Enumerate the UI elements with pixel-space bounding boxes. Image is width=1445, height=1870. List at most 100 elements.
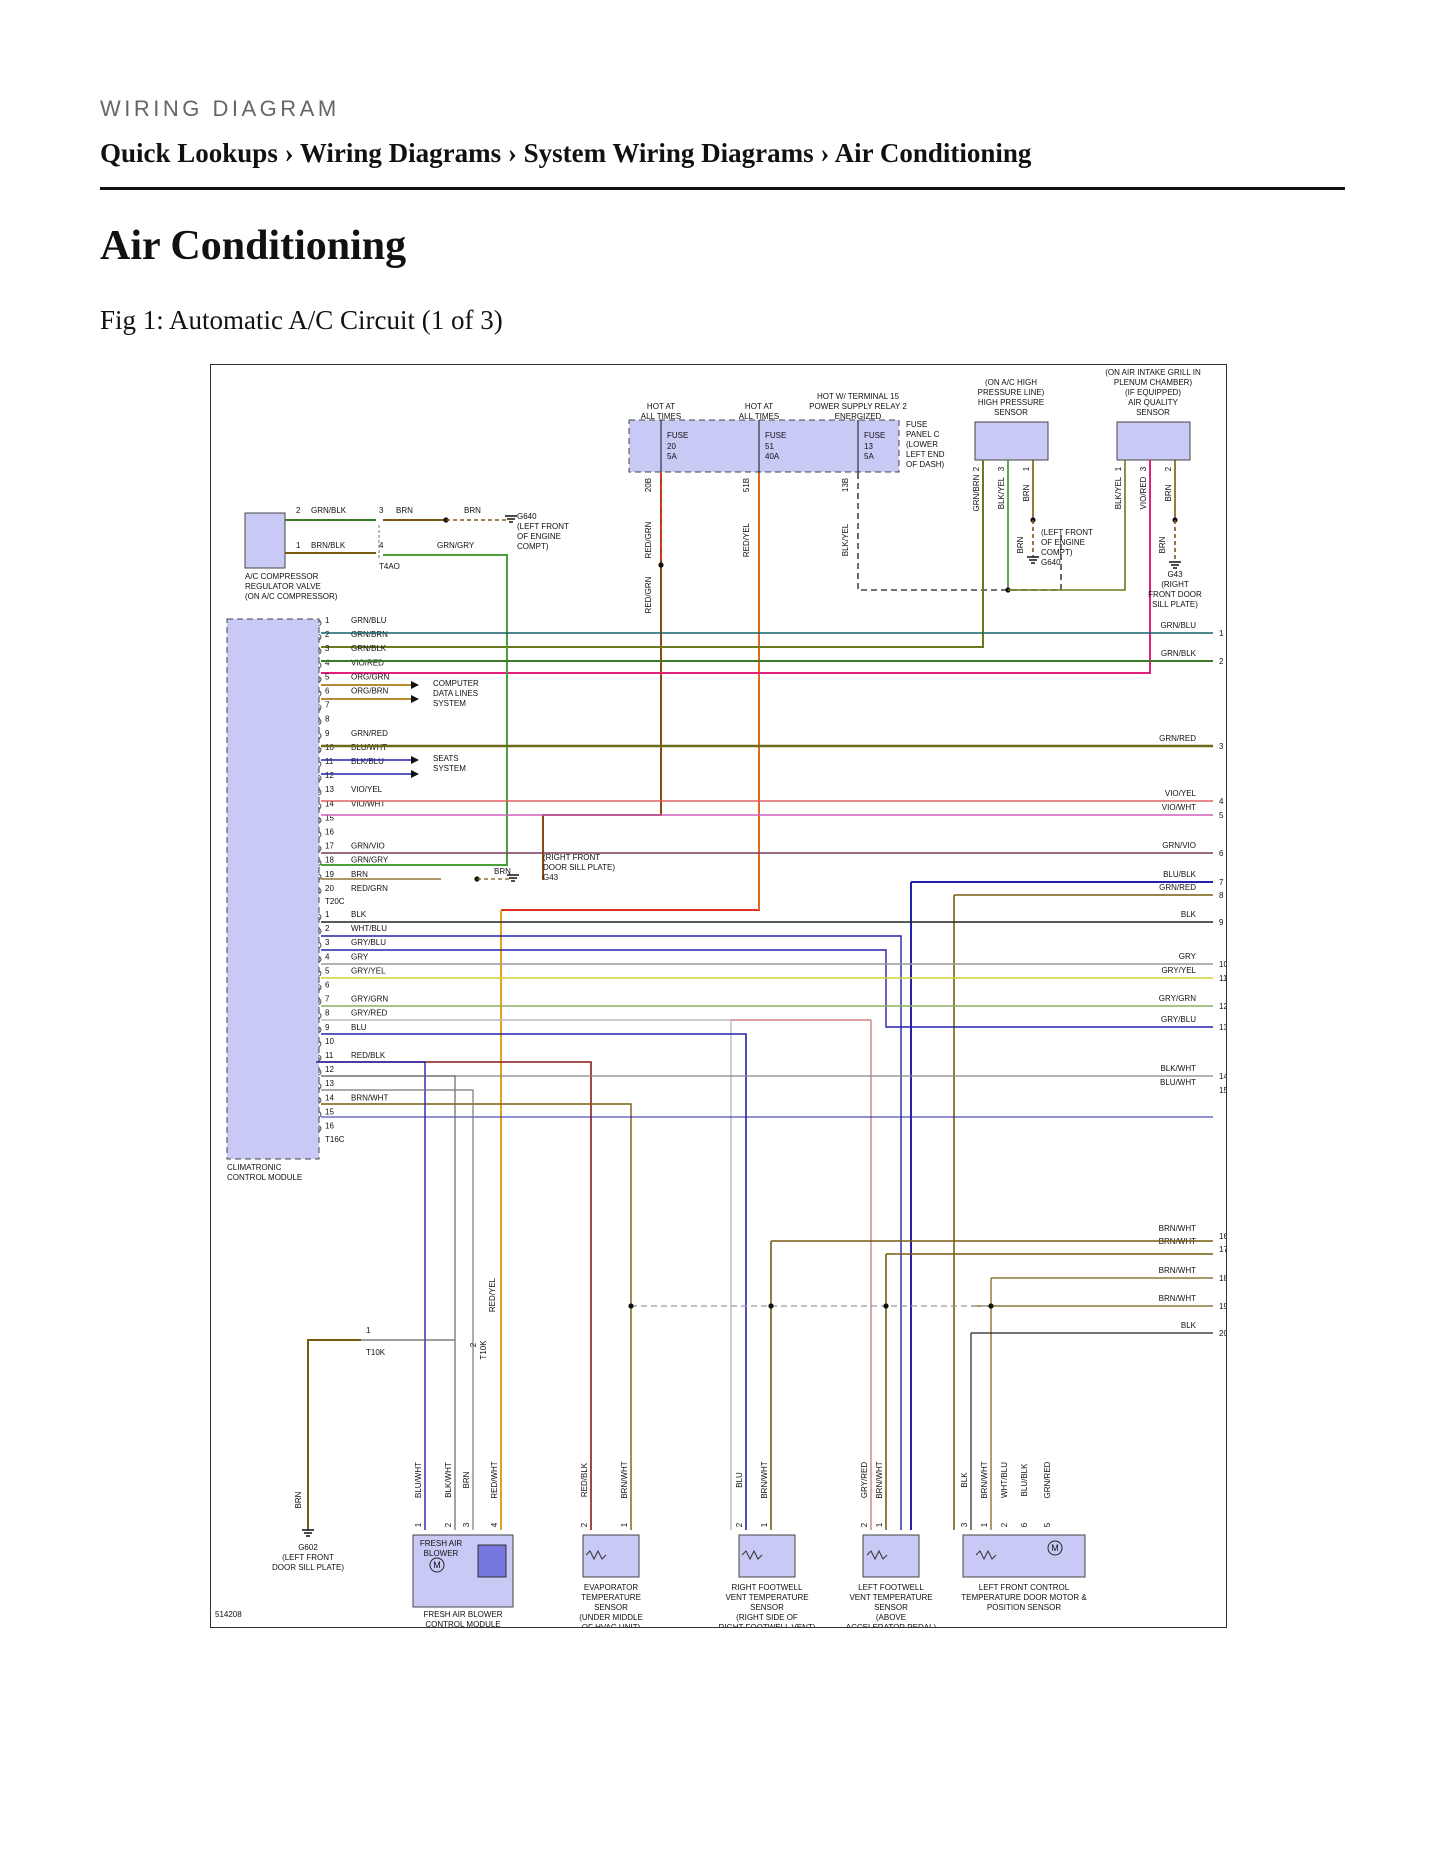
wire-label: BLK/YEL <box>1114 476 1123 509</box>
blower-motor-icon <box>429 1557 445 1573</box>
wire-label: VIO/YEL <box>351 785 383 794</box>
figure-caption: Fig 1: Automatic A/C Circuit (1 of 3) <box>100 305 503 335</box>
arrow-head <box>411 681 419 689</box>
computer-data-label: DATA LINES <box>433 689 478 698</box>
left-footwell-sensor-box-label: VENT TEMPERATURE <box>849 1593 932 1602</box>
wire-label: WHT/BLU <box>1000 1462 1009 1498</box>
g43-mid-label: DOOR SILL PLATE) <box>543 863 615 872</box>
fuse-panel-label: PANEL C <box>906 430 940 439</box>
fuse-wire-label: BLK/YEL <box>841 523 850 556</box>
wire-label: BRN/BLK <box>311 541 346 550</box>
splice-dot <box>883 1303 889 1309</box>
fuse-number: 51 <box>765 442 774 451</box>
wire <box>321 1075 456 1530</box>
pin-number: 2 <box>860 1522 869 1527</box>
connector-pin <box>318 647 322 655</box>
pin-number: 1 <box>875 1522 884 1527</box>
pin-number: 9 <box>325 1023 330 1032</box>
connector-pin <box>318 690 322 697</box>
wire-label: GRN/BRN <box>972 474 981 511</box>
right-edge-ref: 5 <box>1219 811 1224 820</box>
right-edge-wire-label: GRY/GRN <box>1159 994 1196 1003</box>
ground-symbol <box>1027 556 1039 564</box>
breadcrumb-item-quick-lookups[interactable]: Quick Lookups <box>100 138 278 168</box>
connector-pin <box>318 1111 322 1118</box>
right-edge-ref: 17 <box>1219 1245 1226 1254</box>
wire-label: GRN/RED <box>1043 1461 1052 1498</box>
fuse-terminal: 51B <box>742 478 751 492</box>
right-edge-ref: 7 <box>1219 878 1224 887</box>
fuse-header: HOT AT <box>745 402 773 411</box>
right-edge-ref: 3 <box>1219 742 1224 751</box>
connector-pin <box>318 941 322 949</box>
left-door-motor-box-label: TEMPERATURE DOOR MOTOR & <box>961 1593 1087 1602</box>
wire <box>316 1061 426 1530</box>
breadcrumb-item-system-wiring[interactable]: System Wiring Diagrams <box>523 138 814 168</box>
right-edge-ref: 1 <box>1219 629 1224 638</box>
right-edge-ref: 11 <box>1219 974 1226 983</box>
pin-number: 2 <box>444 1522 453 1527</box>
connector-pin <box>318 859 322 867</box>
wire-label: BRN/WHT <box>351 1093 388 1102</box>
pin-number: 2 <box>1164 466 1173 471</box>
right-footwell-sensor-box <box>738 1534 796 1578</box>
pin-number: 2 <box>296 506 301 515</box>
right-edge-ref: 19 <box>1219 1302 1226 1311</box>
pin-number: 2 <box>325 630 330 639</box>
fuse-header: POWER SUPPLY RELAY 2 <box>809 402 907 411</box>
pin-number: 1 <box>366 1326 371 1335</box>
thermistor-symbol <box>866 1549 888 1561</box>
pin-number: 2 <box>580 1522 589 1527</box>
pin-number: 3 <box>960 1522 969 1527</box>
right-footwell-sensor-box-label: RIGHT FOOTWELL <box>732 1583 804 1592</box>
wire <box>321 949 1213 1028</box>
connector-pin <box>318 887 322 895</box>
wire <box>321 460 984 648</box>
fuse-header: HOT W/ TERMINAL 15 <box>817 392 900 401</box>
wire-label: RED/GRN <box>644 576 653 613</box>
right-edge-ref: 15 <box>1219 1086 1226 1095</box>
connector-pin <box>318 760 322 768</box>
right-edge-ref: 14 <box>1219 1072 1226 1081</box>
breadcrumb-separator: › <box>277 138 300 168</box>
right-edge-wire-label: BRN/WHT <box>1159 1294 1196 1303</box>
right-edge-ref: 2 <box>1219 657 1224 666</box>
g640-right-label: OF ENGINE <box>1041 538 1085 547</box>
left-door-motor-box-label: POSITION SENSOR <box>987 1603 1061 1612</box>
climatronic-label: CLIMATRONIC <box>227 1163 282 1172</box>
pin-number: 3 <box>379 506 384 515</box>
wire-label: BLK/YEL <box>997 476 1006 509</box>
fresh-air-blower-label: BLOWER <box>424 1549 459 1558</box>
fuse-header: ALL TIMES <box>641 412 681 421</box>
hp-sensor-label: PRESSURE LINE) <box>978 388 1045 397</box>
pin-number: 17 <box>325 842 334 851</box>
figure-id: 514208 <box>215 1610 242 1619</box>
g640-right-label: (LEFT FRONT <box>1041 528 1093 537</box>
pin-number: 2 <box>1000 1522 1009 1527</box>
wire-label: GRY/RED <box>860 1462 869 1499</box>
pin-number: 5 <box>1043 1522 1052 1527</box>
seats-label: SEATS <box>433 754 459 763</box>
pin-number: 10 <box>325 743 334 752</box>
connector-pin <box>318 1040 322 1048</box>
pin-number: 16 <box>325 828 334 837</box>
wire-label: BRN/WHT <box>980 1461 989 1498</box>
g43-right-label: (RIGHT <box>1161 580 1189 589</box>
splice-dot <box>768 1303 774 1309</box>
wire-label: RED/WHT <box>490 1461 499 1498</box>
right-edge-wire-label: GRN/BLK <box>1161 649 1197 658</box>
connector-pin <box>318 746 322 754</box>
wire-label: BRN <box>1164 484 1173 501</box>
connector-pin <box>318 845 322 852</box>
pin-number: 1 <box>980 1522 989 1527</box>
right-edge-ref: 20 <box>1219 1329 1226 1338</box>
connector-pin <box>318 732 322 740</box>
arrow-head <box>411 695 419 703</box>
wire <box>321 935 902 1530</box>
page-title: Air Conditioning <box>100 223 407 269</box>
pin-number: 14 <box>325 1093 334 1102</box>
g602-label: DOOR SILL PLATE) <box>272 1563 344 1572</box>
wire-label: VIO/RED <box>351 658 384 667</box>
breadcrumb-item-wiring-diagrams[interactable]: Wiring Diagrams <box>299 138 502 168</box>
pin-number: 6 <box>1020 1522 1029 1527</box>
